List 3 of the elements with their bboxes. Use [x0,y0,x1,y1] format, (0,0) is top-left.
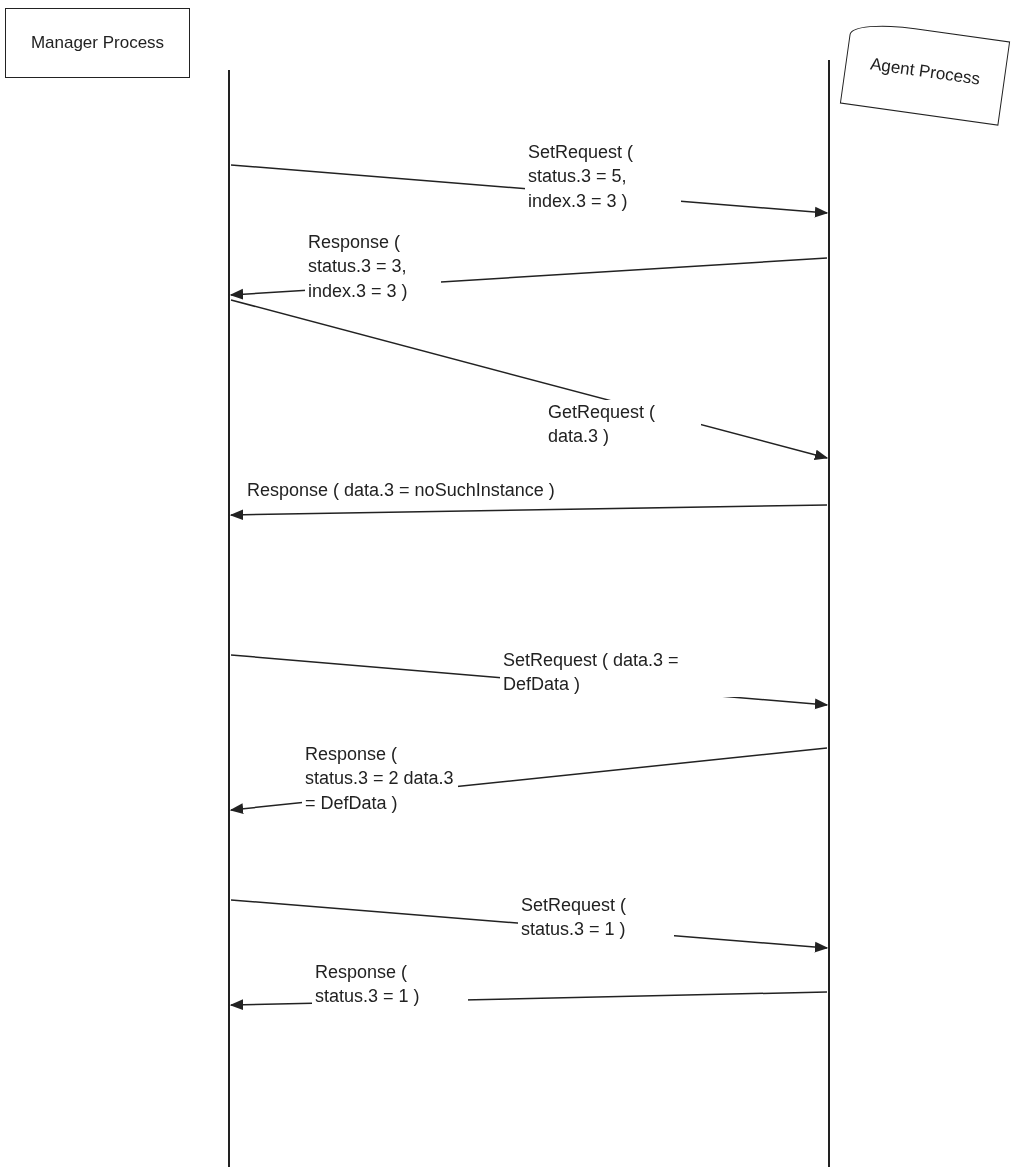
process-box: Manager Process [5,8,190,78]
message-arrow [229,504,828,521]
edge-label: GetRequest ( data.3 ) [545,400,701,449]
